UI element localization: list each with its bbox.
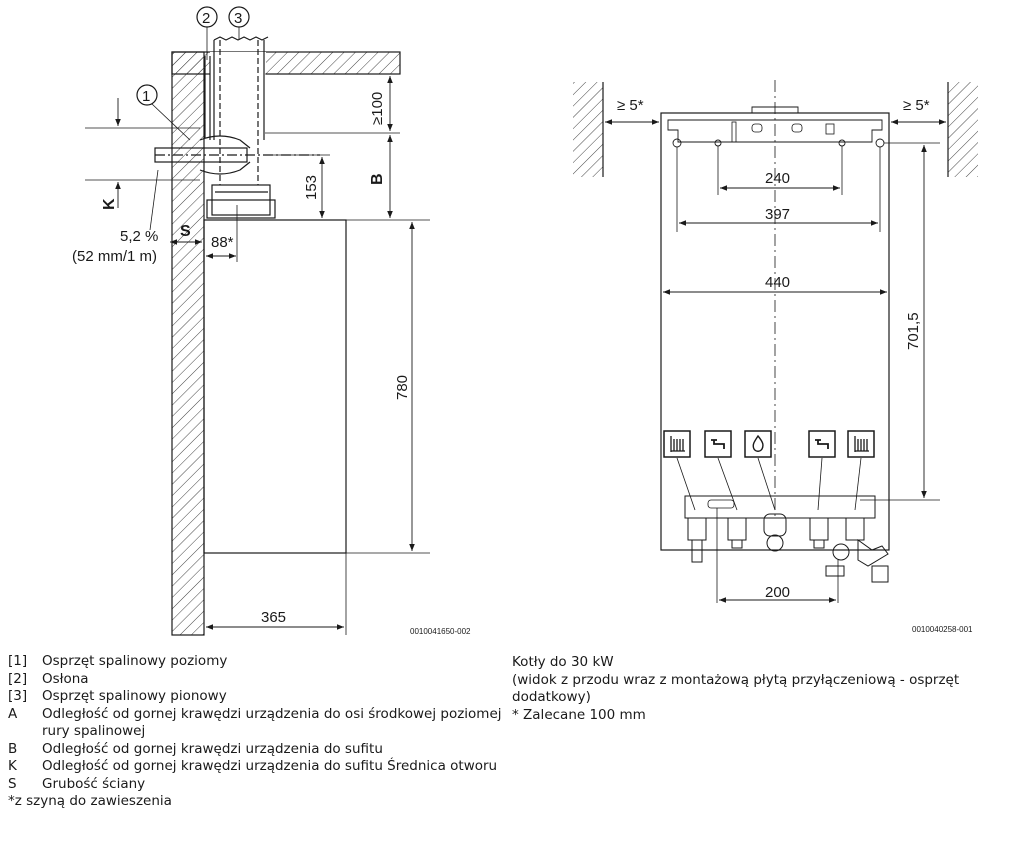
dim-440: 440 — [765, 274, 790, 291]
dim-left-gap: ≥ 5* — [617, 97, 644, 114]
dim-min100: ≥100 — [369, 92, 386, 125]
dim-right-gap: ≥ 5* — [903, 97, 930, 114]
dim-153: 153 — [303, 175, 320, 200]
label-K: K — [101, 198, 118, 210]
legend-row: B Odległość od gornej krawędzi urządzeni… — [8, 741, 513, 759]
legend-key: A — [8, 705, 18, 722]
note-line-2: (widok z przodu wraz z montażową płytą p… — [512, 671, 960, 706]
gas-flame-icon — [744, 430, 772, 458]
wall-hatch — [171, 51, 205, 636]
legend-text: Osprzęt spalinowy poziomy — [42, 653, 228, 669]
left-wall-hatch — [573, 82, 603, 177]
label-B: B — [369, 173, 386, 185]
front-view-drawing — [573, 80, 978, 603]
dim-200: 200 — [765, 584, 790, 601]
dim-88: 88* — [211, 234, 234, 251]
dim-240: 240 — [765, 170, 790, 187]
slope-percent: 5,2 % — [120, 228, 158, 245]
dim-365: 365 — [261, 609, 286, 626]
legend-text: Osłona — [42, 670, 89, 687]
right-wall-hatch — [948, 82, 978, 177]
legend-text: Odległość od gornej krawędzi urządzenia … — [42, 740, 383, 757]
callout-1-label: 1 — [142, 88, 150, 105]
legend-row: S Grubość ściany — [8, 776, 513, 794]
note-line-3: * Zalecane 100 mm — [512, 706, 646, 723]
tap-icon — [704, 430, 732, 458]
legend-footnote: *z szyną do zawieszenia — [8, 793, 172, 809]
legend-key: [2] — [8, 670, 28, 687]
legend-text: Odległość od gornej krawędzi urządzenia … — [42, 758, 498, 774]
radiator-icon — [847, 430, 875, 458]
legend-key: S — [8, 775, 17, 792]
legend-text: Osprzęt spalinowy pionowy — [42, 688, 227, 704]
legend-row: K Odległość od gornej krawędzi urządzeni… — [8, 758, 513, 776]
drawing-note: Kotły do 30 kW (widok z przodu wraz z mo… — [512, 654, 1027, 724]
legend-row: [3] Osprzęt spalinowy pionowy — [8, 688, 513, 706]
legend-text: Odległość od gornej krawędzi urządzenia … — [42, 705, 502, 740]
label-S: S — [180, 223, 191, 240]
installation-diagram: 1 2 3 ≥100 B 153 K S 5,2 % (52 mm/1 m) 8… — [72, 6, 978, 636]
legend-row: [1] Osprzęt spalinowy poziomy — [8, 653, 513, 671]
slope-ratio: (52 mm/1 m) — [72, 248, 157, 265]
dim-780: 780 — [394, 375, 411, 400]
legend-row: A Odległość od gornej krawędzi urządzeni… — [8, 706, 513, 741]
legend-text: Grubość ściany — [42, 775, 146, 792]
legend-key: B — [8, 740, 18, 757]
note-line-1: Kotły do 30 kW — [512, 654, 614, 670]
connection-fittings — [687, 513, 889, 583]
side-view-drawing — [85, 6, 430, 636]
legend: [1] Osprzęt spalinowy poziomy [2] Osłona… — [8, 653, 513, 811]
callout-3-label: 3 — [234, 10, 242, 27]
legend-key: [1] — [8, 653, 28, 669]
boiler-side — [203, 219, 347, 554]
ceiling-hatch — [171, 51, 401, 75]
legend-key: [3] — [8, 688, 28, 704]
callout-2-label: 2 — [202, 10, 210, 27]
dim-397: 397 — [765, 206, 790, 223]
legend-row: [2] Osłona — [8, 671, 513, 689]
legend-key: K — [8, 758, 17, 774]
radiator-icon — [663, 430, 691, 458]
figure-code-left: 0010041650-002 — [410, 627, 471, 636]
tap-icon — [808, 430, 836, 458]
dim-701-5: 701,5 — [905, 312, 922, 350]
callout-1-circle — [136, 84, 158, 106]
figure-code-right: 0010040258-001 — [912, 625, 973, 634]
